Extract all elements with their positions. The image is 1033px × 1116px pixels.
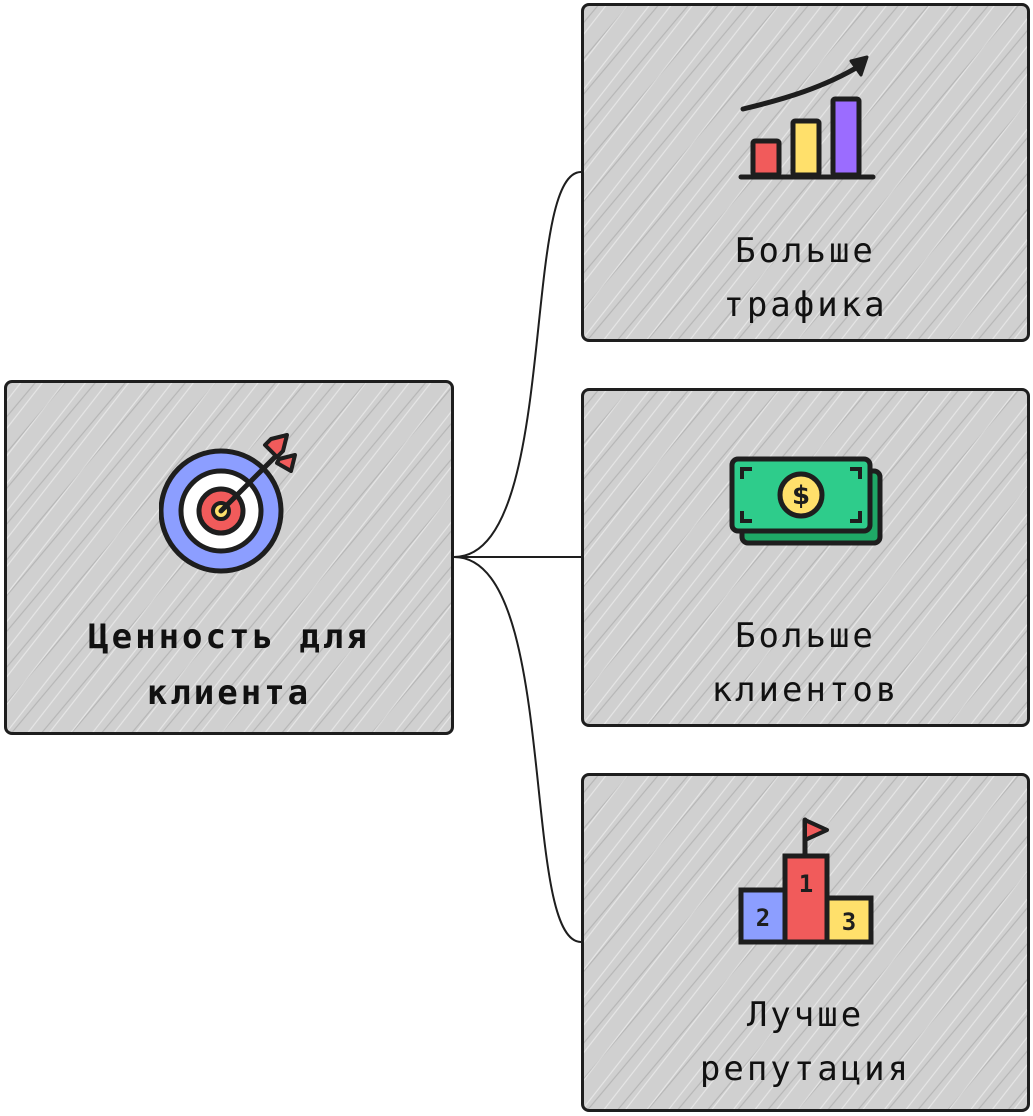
- benefit-traffic-line2: трафика: [723, 285, 888, 325]
- benefit-card-traffic: Больше трафика: [581, 3, 1030, 342]
- podium-place-2: 2: [756, 904, 770, 932]
- benefit-card-clients: $ Больше клиентов: [581, 388, 1030, 727]
- bar-chart-growth-icon: [735, 51, 879, 187]
- root-card: Ценность для клиента: [4, 380, 454, 735]
- money-icon: $: [728, 455, 888, 551]
- benefit-traffic-line1: Больше: [735, 231, 876, 271]
- benefit-label-clients: Больше клиентов: [584, 609, 1027, 717]
- podium-icon: 1 2 3: [735, 814, 881, 946]
- benefit-label-traffic: Больше трафика: [584, 224, 1027, 332]
- benefit-clients-line1: Больше: [735, 616, 876, 656]
- root-label: Ценность для клиента: [7, 609, 451, 721]
- benefit-reputation-line1: Лучше: [746, 995, 865, 1035]
- connector-to-reputation: [453, 556, 582, 943]
- root-label-line1: Ценность для: [88, 617, 370, 657]
- podium-place-3: 3: [842, 908, 856, 936]
- benefit-clients-line2: клиентов: [711, 670, 900, 710]
- podium-place-1: 1: [799, 870, 813, 898]
- svg-text:$: $: [792, 481, 810, 511]
- connector-to-traffic: [453, 171, 582, 558]
- benefit-label-reputation: Лучше репутация: [584, 988, 1027, 1096]
- benefit-reputation-line2: репутация: [699, 1049, 912, 1089]
- root-label-line2: клиента: [146, 673, 312, 713]
- target-icon: [158, 431, 303, 575]
- benefit-card-reputation: 1 2 3 Лучше репутация: [581, 773, 1030, 1112]
